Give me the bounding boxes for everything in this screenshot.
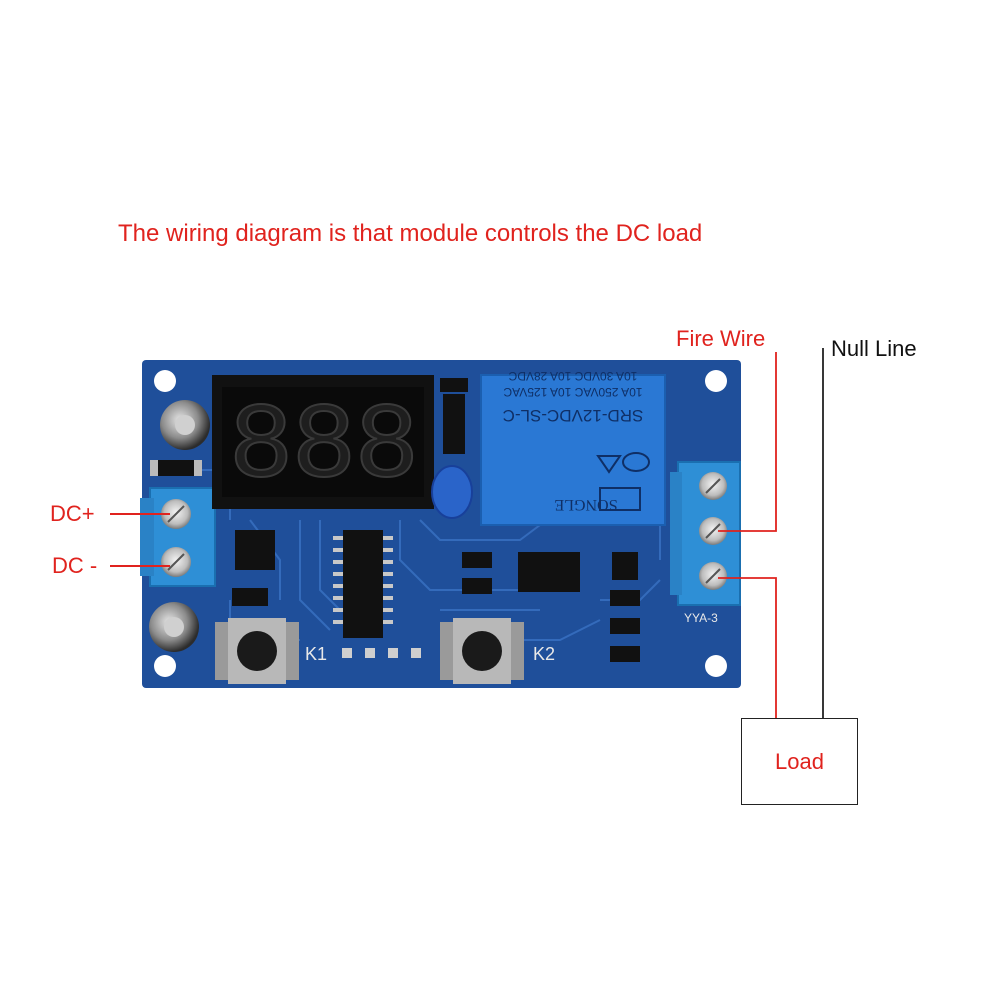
indicator-leds xyxy=(342,648,421,658)
capacitor-top xyxy=(160,400,210,450)
label-k2: K2 xyxy=(533,644,555,664)
label-k1: K1 xyxy=(305,644,327,664)
smd-resistor-array xyxy=(462,552,640,662)
voltage-regulator xyxy=(235,530,275,570)
mounting-hole xyxy=(705,655,727,677)
ceramic-capacitor xyxy=(431,465,473,519)
label-dc-minus: DC - xyxy=(52,553,98,578)
relay-brand: SONGLE xyxy=(554,496,617,513)
relay-brand-group: SONGLE xyxy=(554,496,617,513)
terminal-model: YYA-3 xyxy=(684,611,718,625)
relay-output-terminal xyxy=(670,461,741,606)
label-dc-plus: DC+ xyxy=(50,501,95,526)
relay xyxy=(480,374,666,526)
mounting-hole xyxy=(154,655,176,677)
fire-wire-line xyxy=(718,352,777,532)
diagram-title: The wiring diagram is that module contro… xyxy=(118,220,703,247)
songle-logo-icon xyxy=(599,487,641,511)
display-digits: 888 xyxy=(229,387,417,509)
diode xyxy=(150,460,202,476)
button-k1[interactable] xyxy=(215,618,299,684)
smd-diode xyxy=(612,552,638,580)
capacitor-bottom xyxy=(149,602,199,652)
dc-input-terminal xyxy=(140,487,216,587)
seven-segment-display xyxy=(212,375,434,509)
label-null-line: Null Line xyxy=(831,336,917,361)
relay-model: SRD-12VDC-SL-C xyxy=(503,406,644,425)
smd-resistor xyxy=(232,588,268,606)
label-load: Load xyxy=(775,748,824,774)
button-k2[interactable] xyxy=(440,618,524,684)
load-box: Load xyxy=(741,718,858,805)
optocoupler xyxy=(518,552,580,592)
ic-chip xyxy=(333,530,393,638)
relay-rating-2: 10A 30VDC 10A 28VDC xyxy=(508,369,637,383)
transistor xyxy=(443,394,465,454)
load-wire-line xyxy=(718,577,777,718)
label-fire-wire: Fire Wire xyxy=(676,326,766,351)
mounting-hole xyxy=(705,370,727,392)
smd-led xyxy=(440,378,468,392)
relay-label: SRD-12VDC-SL-C 10A 250VAC 10A 125VAC 10A… xyxy=(503,369,644,425)
triangle-logo-icon xyxy=(596,455,622,474)
cqc-logo-icon xyxy=(622,452,650,472)
mounting-hole xyxy=(154,370,176,392)
relay-rating-1: 10A 250VAC 10A 125VAC xyxy=(503,385,642,399)
